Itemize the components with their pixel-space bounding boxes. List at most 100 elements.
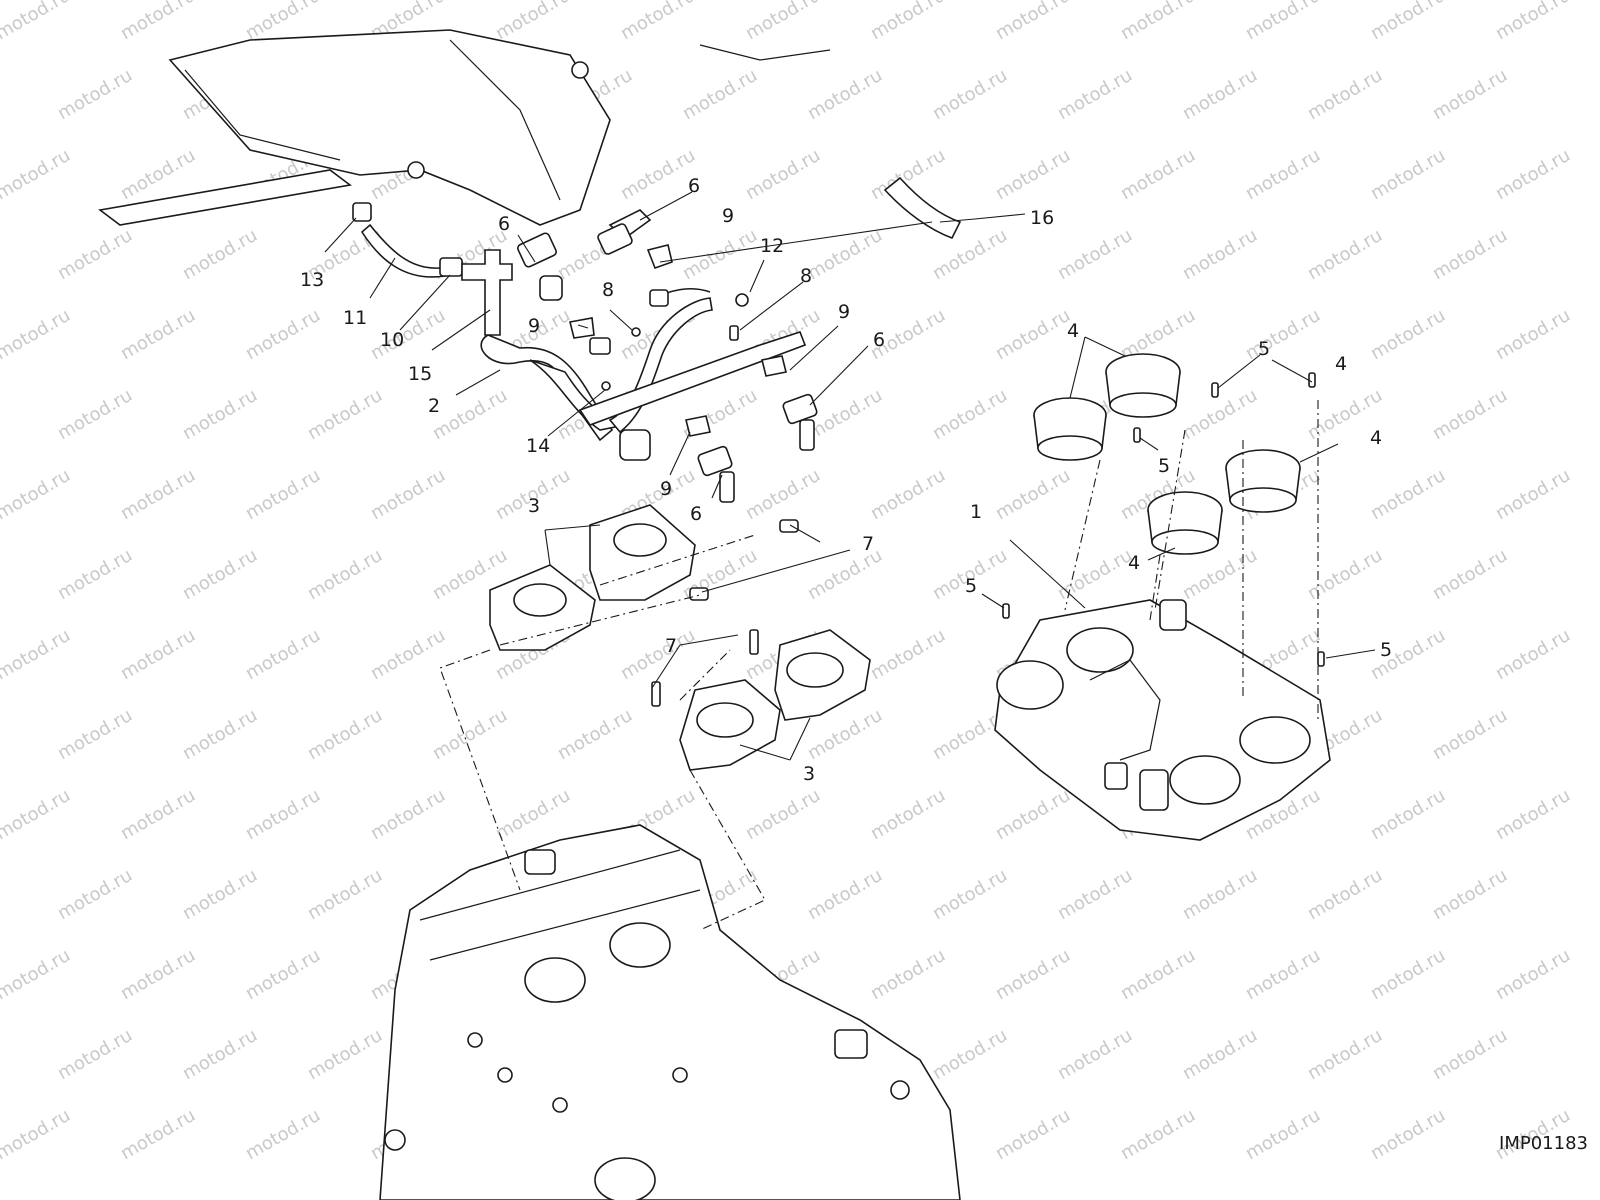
watermark-text: motod.ru [1179, 1025, 1261, 1084]
watermark-text: motod.ru [242, 625, 324, 684]
clips-and-screws [569, 244, 787, 437]
injector [697, 445, 735, 503]
watermark-text: motod.ru [179, 545, 261, 604]
watermark-text: motod.ru [117, 305, 199, 364]
watermark-text: motod.ru [242, 1105, 324, 1164]
watermark-text: motod.ru [992, 305, 1074, 364]
watermark-text: motod.ru [1117, 0, 1199, 44]
watermark-text: motod.ru [54, 545, 136, 604]
watermark-text: motod.ru [1429, 705, 1511, 764]
short-hose [883, 176, 962, 239]
watermark-text: motod.ru [179, 385, 261, 444]
watermark-text: motod.ru [1242, 145, 1324, 204]
watermark-text: motod.ru [1367, 785, 1449, 844]
watermark-text: motod.ru [1492, 305, 1574, 364]
watermark-text: motod.ru [1367, 945, 1449, 1004]
watermark-text: motod.ru [1054, 225, 1136, 284]
callout-label: 7 [862, 533, 874, 555]
watermark-text: motod.ru [117, 625, 199, 684]
watermark-text: motod.ru [179, 705, 261, 764]
callout-labels: 1 2 3 3 4 4 4 4 5 5 5 5 6 6 6 6 7 7 8 8 … [300, 175, 1392, 785]
callout-label: 15 [408, 363, 432, 385]
watermark-text: motod.ru [0, 945, 74, 1004]
callout-label: 4 [1335, 353, 1347, 375]
hose-clamp [439, 257, 463, 277]
watermark-text: motod.ru [304, 865, 386, 924]
callout-label: 5 [1380, 639, 1392, 661]
watermark-text: motod.ru [867, 0, 949, 44]
watermark-text: motod.ru [1054, 545, 1136, 604]
watermark-text: motod.ru [1429, 225, 1511, 284]
watermark-text: motod.ru [1304, 225, 1386, 284]
injectors [517, 209, 818, 503]
injector [782, 393, 818, 451]
watermark-text: motod.ru [1429, 545, 1511, 604]
watermark-text: motod.ru [492, 0, 574, 44]
intake-manifold [774, 629, 871, 721]
watermark-text: motod.ru [54, 865, 136, 924]
watermark-text: motod.ru [179, 865, 261, 924]
watermark-text: motod.ru [367, 465, 449, 524]
watermark-text: motod.ru [117, 1105, 199, 1164]
watermark-text: motod.ru [0, 0, 74, 44]
watermark-text: motod.ru [1367, 465, 1449, 524]
watermark-text: motod.ru [179, 225, 261, 284]
watermark-text: motod.ru [304, 545, 386, 604]
callout-label: 5 [1258, 338, 1270, 360]
watermark-text: motod.ru [54, 225, 136, 284]
watermark-text: motod.ru [929, 865, 1011, 924]
intake-funnel [1225, 449, 1301, 513]
watermark-text: motod.ru [242, 785, 324, 844]
watermark-text: motod.ru [1492, 945, 1574, 1004]
callout-label: 10 [380, 329, 404, 351]
intake-funnels [1002, 353, 1325, 667]
watermark-text: motod.ru [617, 625, 699, 684]
throttle-body-assembly [994, 599, 1331, 841]
frame-fragment [98, 29, 831, 226]
callout-label: 7 [665, 635, 677, 657]
watermark-text: motod.ru [1179, 385, 1261, 444]
watermark-text: motod.ru [1429, 1025, 1511, 1084]
intake-manifold [489, 564, 596, 651]
watermark-text: motod.ru [117, 945, 199, 1004]
watermark-text: motod.ru [1242, 305, 1324, 364]
tee-fitting [461, 249, 513, 336]
watermark-text: motod.ru [0, 1105, 74, 1164]
callout-label: 14 [526, 435, 550, 457]
callout-label: 5 [1158, 455, 1170, 477]
callout-label: 9 [660, 478, 672, 500]
watermark-text: motod.ru [929, 385, 1011, 444]
callout-label: 4 [1128, 552, 1140, 574]
watermark-text: motod.ru [867, 945, 949, 1004]
watermark-text: motod.ru [1179, 65, 1261, 124]
watermark-text: motod.ru [0, 785, 74, 844]
watermark-text: motod.ru [867, 625, 949, 684]
watermark-text: motod.ru [929, 1025, 1011, 1084]
watermark-text: motod.ru [992, 465, 1074, 524]
watermark-text: motod.ru [1117, 1105, 1199, 1164]
watermark-text: motod.ru [54, 1025, 136, 1084]
watermark-text: motod.ru [1367, 1105, 1449, 1164]
watermark-text: motod.ru [367, 785, 449, 844]
watermark-text: motod.ru [1367, 145, 1449, 204]
watermark-text: motod.ru [0, 145, 74, 204]
watermark-text: motod.ru [1367, 305, 1449, 364]
fuel-hose-assembly [352, 202, 807, 461]
watermark-text: motod.ru [242, 305, 324, 364]
watermark-text: motod.ru [304, 385, 386, 444]
image-code: IMP01183 [1499, 1133, 1588, 1154]
callout-label: 3 [528, 495, 540, 517]
watermark-text: motod.ru [742, 465, 824, 524]
watermark-text: motod.ru [1054, 65, 1136, 124]
callout-label: 6 [873, 329, 885, 351]
watermark-text: motod.ru [242, 465, 324, 524]
callout-label: 1 [970, 501, 982, 523]
callout-label: 13 [300, 269, 324, 291]
watermark-text: motod.ru [0, 465, 74, 524]
watermark-text: motod.ru [492, 785, 574, 844]
intake-manifold [679, 679, 781, 771]
watermark-text: motod.ru [679, 65, 761, 124]
watermark-text: motod.ru [1492, 785, 1574, 844]
watermark-text: motod.ru [1054, 865, 1136, 924]
